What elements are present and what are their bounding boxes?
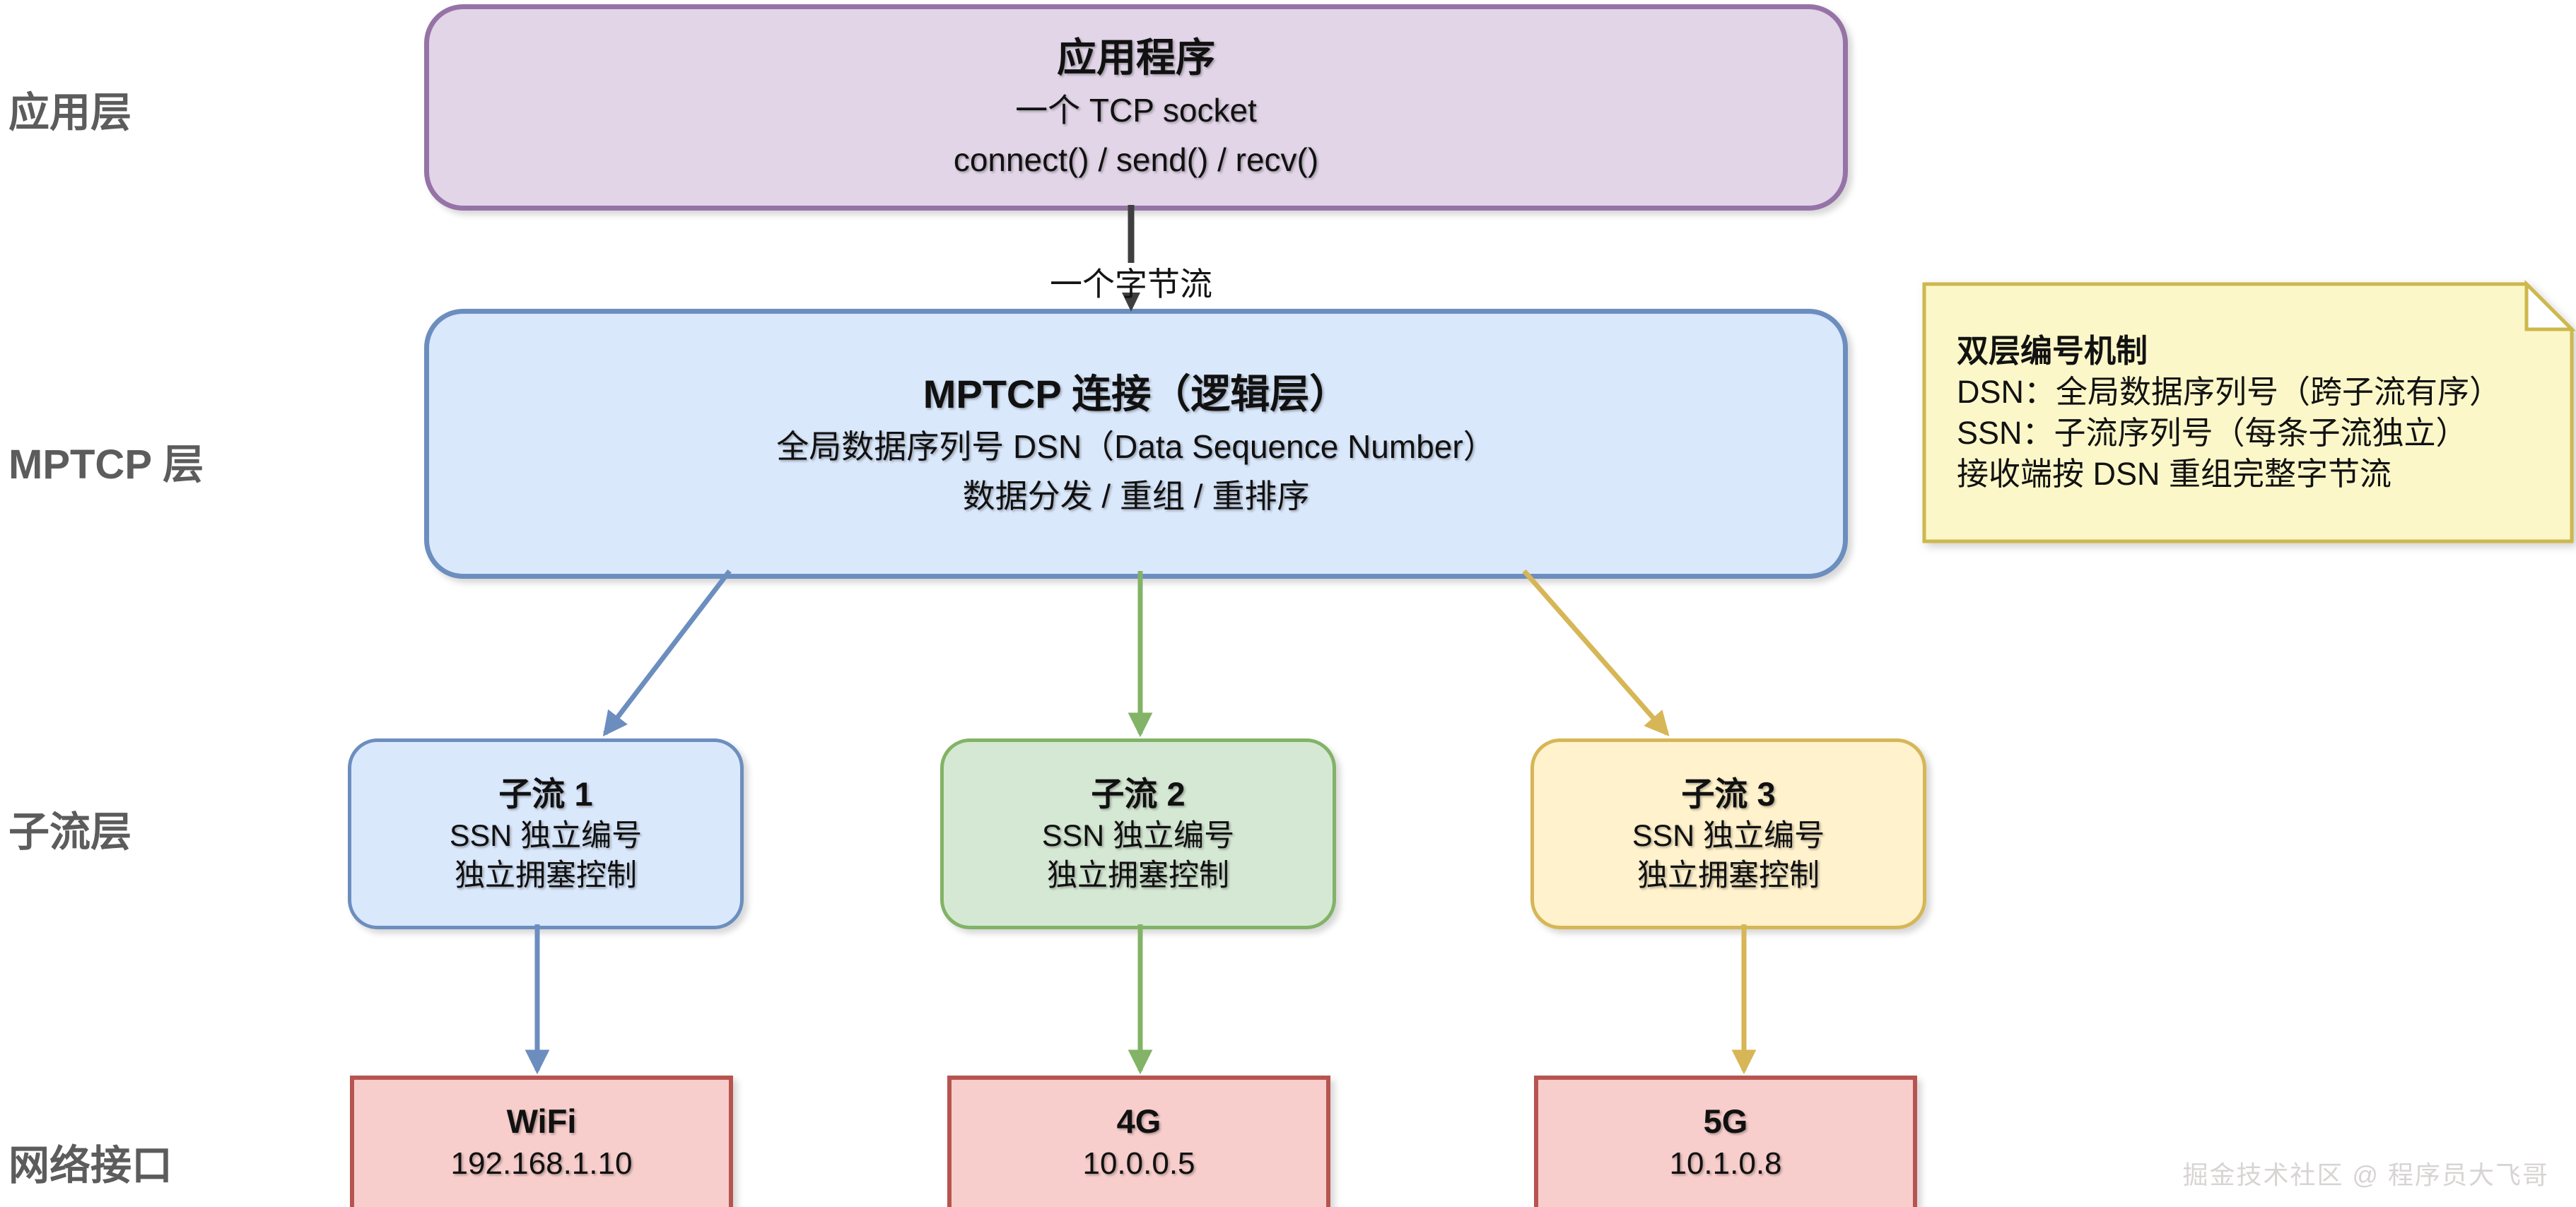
- arrow-mptcp-to-subflow-1: [602, 569, 732, 737]
- interface-wifi-ip: 192.168.1.10: [450, 1146, 633, 1181]
- mptcp-box-line2: 数据分发 / 重组 / 重排序: [962, 478, 1310, 514]
- note-line-ssn: SSN：子流序列号（每条子流独立）: [1957, 415, 2468, 451]
- subflow-2-line2: 独立拥塞控制: [1047, 859, 1229, 893]
- mptcp-connection-box: MPTCP 连接（逻辑层） 全局数据序列号 DSN（Data Sequence …: [424, 309, 1848, 579]
- interface-5g-box: 5G 10.1.0.8: [1534, 1076, 1917, 1207]
- subflow-3-line2: 独立拥塞控制: [1637, 859, 1820, 893]
- note-line-dsn: DSN：全局数据序列号（跨子流有序）: [1957, 374, 2502, 410]
- note-title: 双层编号机制: [1957, 333, 2148, 369]
- subflow-2-line1: SSN 独立编号: [1041, 819, 1235, 853]
- subflow-3-line1: SSN 独立编号: [1632, 819, 1825, 853]
- layer-label-subflow: 子流层: [8, 809, 132, 855]
- arrow-mptcp-to-subflow-3: [1522, 569, 1670, 736]
- subflow-2-title: 子流 2: [1091, 775, 1185, 813]
- interface-wifi-title: WiFi: [506, 1102, 577, 1140]
- interface-5g-ip: 10.1.0.8: [1669, 1146, 1782, 1181]
- subflow-2-box: 子流 2 SSN 独立编号 独立拥塞控制: [940, 738, 1336, 929]
- note-dual-numbering: 双层编号机制 DSN：全局数据序列号（跨子流有序） SSN：子流序列号（每条子流…: [1957, 331, 2501, 495]
- note-line-receiver: 接收端按 DSN 重组完整字节流: [1957, 456, 2392, 492]
- subflow-1-title: 子流 1: [498, 775, 593, 813]
- mptcp-box-title: MPTCP 连接（逻辑层）: [923, 372, 1350, 416]
- application-box-line2: connect() / send() / recv(): [953, 141, 1319, 178]
- subflow-3-box: 子流 3 SSN 独立编号 独立拥塞控制: [1530, 738, 1926, 929]
- interface-5g-title: 5G: [1703, 1102, 1748, 1140]
- layer-label-mptcp: MPTCP 层: [8, 442, 204, 488]
- note-fold-corner: [2524, 279, 2576, 331]
- subflow-1-line2: 独立拥塞控制: [455, 859, 637, 893]
- subflow-3-title: 子流 3: [1681, 775, 1776, 813]
- interface-wifi-box: WiFi 192.168.1.10: [350, 1076, 733, 1207]
- subflow-1-box: 子流 1 SSN 独立编号 独立拥塞控制: [348, 738, 744, 929]
- subflow-1-line1: SSN 独立编号: [449, 819, 643, 853]
- byte-stream-label: 一个字节流: [1050, 266, 1212, 302]
- application-box-line1: 一个 TCP socket: [1015, 92, 1257, 129]
- interface-4g-ip: 10.0.0.5: [1082, 1146, 1195, 1181]
- interface-4g-box: 4G 10.0.0.5: [947, 1076, 1330, 1207]
- layer-label-application: 应用层: [8, 90, 132, 136]
- application-box-title: 应用程序: [1057, 35, 1215, 80]
- application-box: 应用程序 一个 TCP socket connect() / send() / …: [424, 4, 1848, 211]
- interface-4g-title: 4G: [1116, 1102, 1161, 1140]
- mptcp-box-line1: 全局数据序列号 DSN（Data Sequence Number）: [776, 428, 1496, 465]
- layer-label-network: 网络接口: [8, 1143, 173, 1189]
- watermark: 掘金技术社区 @ 程序员大飞哥: [2182, 1160, 2549, 1189]
